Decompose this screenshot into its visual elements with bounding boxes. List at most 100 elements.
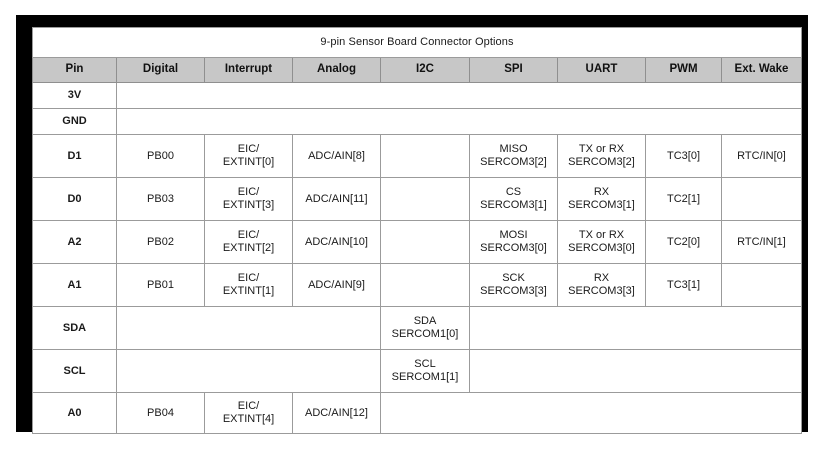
table-row: D0 PB03 EIC/ EXTINT[3] ADC/AIN[11] CS SE… <box>32 177 803 221</box>
uart-cell: RX SERCOM3[1] <box>557 177 646 221</box>
interrupt-line-1: EIC/ <box>237 272 260 285</box>
table-title: 9-pin Sensor Board Connector Options <box>31 27 803 58</box>
column-header-spi: SPI <box>469 57 558 83</box>
table-row: SDA SDA SERCOM1[0] <box>32 306 803 350</box>
uart-cell: TX or RX SERCOM3[2] <box>557 134 646 178</box>
i2c-cell-empty <box>380 263 470 307</box>
uart-cell: TX or RX SERCOM3[0] <box>557 220 646 264</box>
analog-cell: ADC/AIN[11] <box>292 177 381 221</box>
pwm-cell: TC3[1] <box>645 263 722 307</box>
uart-line-1: TX or RX <box>578 143 625 156</box>
empty-cell-group <box>115 82 803 109</box>
pwm-cell: TC2[0] <box>645 220 722 264</box>
i2c-cell-empty <box>380 134 470 178</box>
digital-cell: PB01 <box>116 263 205 307</box>
pin-label: GND <box>32 108 117 135</box>
uart-line-1: RX <box>593 186 610 199</box>
i2c-line-2: SERCOM1[0] <box>391 328 459 340</box>
empty-cell-group-right <box>379 392 803 434</box>
i2c-line-1: SDA <box>413 315 437 328</box>
i2c-cell-empty <box>380 177 470 221</box>
interrupt-line-2: EXTINT[0] <box>222 156 275 168</box>
i2c-cell: SDA SERCOM1[0] <box>380 306 470 350</box>
pwm-cell: TC2[1] <box>645 177 722 221</box>
i2c-cell-empty <box>380 220 470 264</box>
uart-line-1: RX <box>593 272 610 285</box>
spi-line-1: MISO <box>499 143 528 156</box>
table-row: GND <box>32 108 803 135</box>
column-header-digital: Digital <box>116 57 205 83</box>
pin-label: D0 <box>32 177 117 221</box>
uart-line-2: SERCOM3[0] <box>568 242 635 254</box>
digital-cell: PB02 <box>116 220 205 264</box>
pwm-cell: TC3[0] <box>645 134 722 178</box>
spi-line-1: MOSI <box>499 229 528 242</box>
pin-label: A1 <box>32 263 117 307</box>
ext-wake-cell-empty <box>720 263 803 307</box>
spi-cell: CS SERCOM3[1] <box>469 177 558 221</box>
interrupt-line-1: EIC/ <box>237 186 260 199</box>
interrupt-line-1: EIC/ <box>237 229 260 242</box>
ext-wake-cell-empty <box>720 177 803 221</box>
pin-label: D1 <box>32 134 117 178</box>
digital-cell: PB00 <box>116 134 205 178</box>
spi-line-2: SERCOM3[3] <box>480 285 547 297</box>
interrupt-line-1: EIC/ <box>237 400 260 413</box>
uart-line-2: SERCOM3[2] <box>568 156 635 168</box>
interrupt-cell: EIC/ EXTINT[4] <box>204 392 293 434</box>
column-header-ext-wake: Ext. Wake <box>720 57 803 83</box>
pin-label: SDA <box>32 306 117 350</box>
ext-wake-cell: RTC/IN[1] <box>720 220 803 264</box>
pin-label: A0 <box>32 392 117 434</box>
empty-cell-group-left <box>116 349 381 393</box>
digital-cell: PB03 <box>116 177 205 221</box>
interrupt-line-2: EXTINT[4] <box>222 413 275 425</box>
interrupt-line-2: EXTINT[1] <box>222 285 275 297</box>
empty-cell-group-left <box>116 306 381 350</box>
interrupt-cell: EIC/ EXTINT[1] <box>204 263 293 307</box>
spi-line-1: SCK <box>502 272 525 285</box>
interrupt-line-2: EXTINT[2] <box>222 242 275 254</box>
spi-line-2: SERCOM3[1] <box>480 199 547 211</box>
interrupt-cell: EIC/ EXTINT[3] <box>204 177 293 221</box>
table-row: A1 PB01 EIC/ EXTINT[1] ADC/AIN[9] SCK SE… <box>32 263 803 307</box>
uart-line-2: SERCOM3[1] <box>568 199 635 211</box>
table-row: A2 PB02 EIC/ EXTINT[2] ADC/AIN[10] MOSI … <box>32 220 803 264</box>
spi-line-2: SERCOM3[0] <box>480 242 547 254</box>
i2c-line-2: SERCOM1[1] <box>391 371 459 383</box>
column-header-uart: UART <box>557 57 646 83</box>
interrupt-line-2: EXTINT[3] <box>222 199 275 211</box>
analog-cell: ADC/AIN[8] <box>292 134 381 178</box>
pin-label: 3V <box>32 82 117 109</box>
pin-label: A2 <box>32 220 117 264</box>
i2c-cell: SCL SERCOM1[1] <box>380 349 470 393</box>
table-title-row: 9-pin Sensor Board Connector Options <box>31 27 803 58</box>
pin-label: SCL <box>32 349 117 393</box>
column-header-i2c: I2C <box>380 57 470 83</box>
spi-line-1: CS <box>505 186 522 199</box>
spi-cell: MOSI SERCOM3[0] <box>469 220 558 264</box>
table-container: 9-pin Sensor Board Connector Options Pin… <box>31 27 803 434</box>
interrupt-cell: EIC/ EXTINT[2] <box>204 220 293 264</box>
spi-cell: SCK SERCOM3[3] <box>469 263 558 307</box>
column-header-interrupt: Interrupt <box>204 57 293 83</box>
pin-connector-table: 9-pin Sensor Board Connector Options Pin… <box>31 27 803 434</box>
empty-cell-group-right <box>468 306 803 350</box>
empty-cell-group-right <box>468 349 803 393</box>
analog-cell: ADC/AIN[12] <box>292 392 381 434</box>
table-row: SCL SCL SERCOM1[1] <box>32 349 803 393</box>
uart-cell: RX SERCOM3[3] <box>557 263 646 307</box>
i2c-line-1: SCL <box>414 358 436 371</box>
table-header-row: Pin Digital Interrupt Analog I2C SPI UAR… <box>32 57 803 83</box>
spi-cell: MISO SERCOM3[2] <box>469 134 558 178</box>
uart-line-2: SERCOM3[3] <box>568 285 635 297</box>
analog-cell: ADC/AIN[10] <box>292 220 381 264</box>
ext-wake-cell: RTC/IN[0] <box>720 134 803 178</box>
table-row: A0 PB04 EIC/ EXTINT[4] ADC/AIN[12] <box>32 392 803 434</box>
table-row: D1 PB00 EIC/ EXTINT[0] ADC/AIN[8] MISO S… <box>32 134 803 178</box>
column-header-pin: Pin <box>32 57 117 83</box>
column-header-pwm: PWM <box>645 57 722 83</box>
digital-cell: PB04 <box>116 392 205 434</box>
empty-cell-group <box>115 108 803 135</box>
